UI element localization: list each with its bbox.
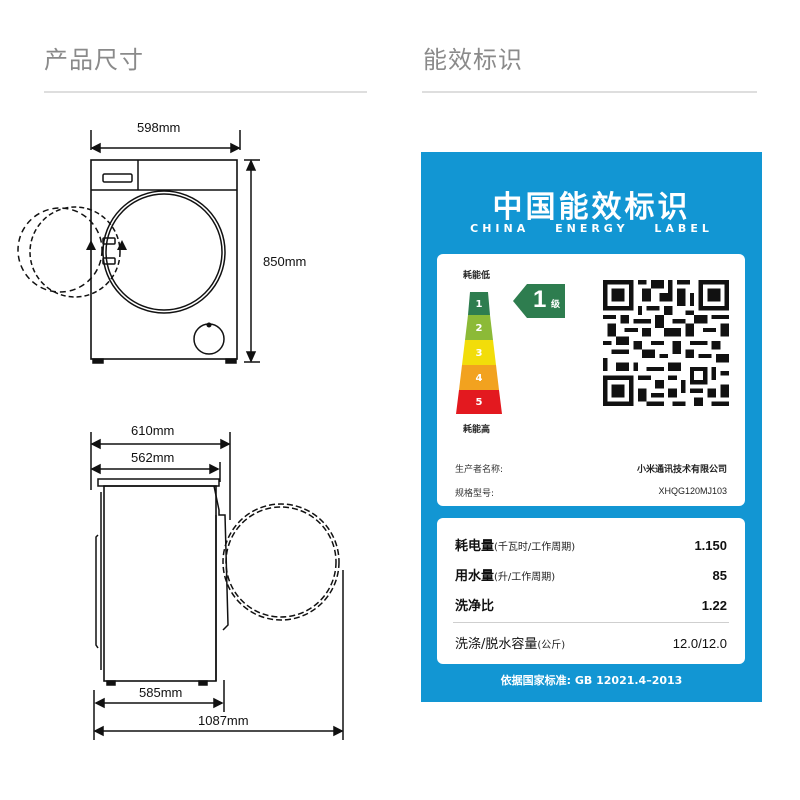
energy-label-heading: 中国能效标识 xyxy=(492,190,691,225)
front-view-diagram xyxy=(17,130,344,740)
model-value: XHQG120MJ103 xyxy=(658,486,727,496)
capacity-unit: (公斤) xyxy=(537,640,566,651)
total-depth-label: 1087mm xyxy=(198,713,249,728)
title-divider xyxy=(44,91,367,93)
metric-row-water: 用水量(升/工作周期) 85 xyxy=(455,565,727,584)
metric-unit: (升/工作周期) xyxy=(494,572,556,583)
energy-label-subtitle: CHINA ENERGY LABEL xyxy=(470,222,713,235)
metrics-panel: 耗电量(千瓦时/工作周期) 1.150 用水量(升/工作周期) 85 洗净比 1… xyxy=(437,518,745,664)
metric-value: 85 xyxy=(712,568,727,583)
china-energy-label: 中国能效标识 CHINA ENERGY LABEL 耗能低 1 2 3 4 5 … xyxy=(421,152,762,702)
capacity-value: 12.0/12.0 xyxy=(672,636,727,651)
metric-row-wash-ratio: 洗净比 1.22 xyxy=(455,595,727,614)
qr-code-icon[interactable] xyxy=(603,280,729,406)
energy-label-title: 能效标识 xyxy=(423,46,523,74)
manufacturer-value: 小米通讯技术有限公司 xyxy=(636,465,727,475)
model-row: 规格型号: XHQG120MJ103 xyxy=(455,486,727,499)
current-grade-number: 1 xyxy=(533,286,547,313)
scale-low-text: 耗能低 xyxy=(463,271,491,281)
metric-name: 洗净比 xyxy=(455,599,495,614)
capacity-row: 洗涤/脱水容量(公斤) 12.0/12.0 xyxy=(455,633,727,652)
front-width-label: 598mm xyxy=(137,120,181,135)
grade-3-step: 3 xyxy=(475,347,483,359)
grade-panel: 耗能低 1 2 3 4 5 耗能高 1 级 xyxy=(437,254,745,506)
title-divider xyxy=(422,91,757,93)
current-grade-badge: 1 级 xyxy=(513,284,565,318)
capacity-name: 洗涤/脱水容量 xyxy=(455,637,538,652)
metrics-divider xyxy=(453,622,729,623)
current-grade-unit: 级 xyxy=(551,300,561,310)
front-height-label: 850mm xyxy=(263,254,307,269)
product-dimensions-title: 产品尺寸 xyxy=(44,46,144,74)
side-body-depth-label: 562mm xyxy=(131,450,175,465)
manufacturer-row: 生产者名称: 小米通讯技术有限公司 xyxy=(455,462,727,475)
grade-1-step: 1 xyxy=(475,298,483,310)
scale-high-text: 耗能高 xyxy=(463,425,491,435)
model-label: 规格型号: xyxy=(455,489,495,499)
national-standard-text: 依据国家标准: GB 12021.4–2013 xyxy=(500,674,683,687)
grade-5-step: 5 xyxy=(475,396,483,408)
metric-name: 耗电量 xyxy=(455,539,495,554)
metric-value: 1.22 xyxy=(701,598,727,613)
metric-row-power: 耗电量(千瓦时/工作周期) 1.150 xyxy=(455,535,727,554)
metric-unit: (千瓦时/工作周期) xyxy=(494,542,576,553)
grade-4-step: 4 xyxy=(475,372,483,384)
grade-2-step: 2 xyxy=(475,322,483,334)
metric-value: 1.150 xyxy=(694,538,727,553)
side-base-depth-label: 585mm xyxy=(139,685,183,700)
side-depth-door-label: 610mm xyxy=(131,423,175,438)
metric-name: 用水量 xyxy=(455,569,495,584)
manufacturer-label: 生产者名称: xyxy=(455,465,504,475)
